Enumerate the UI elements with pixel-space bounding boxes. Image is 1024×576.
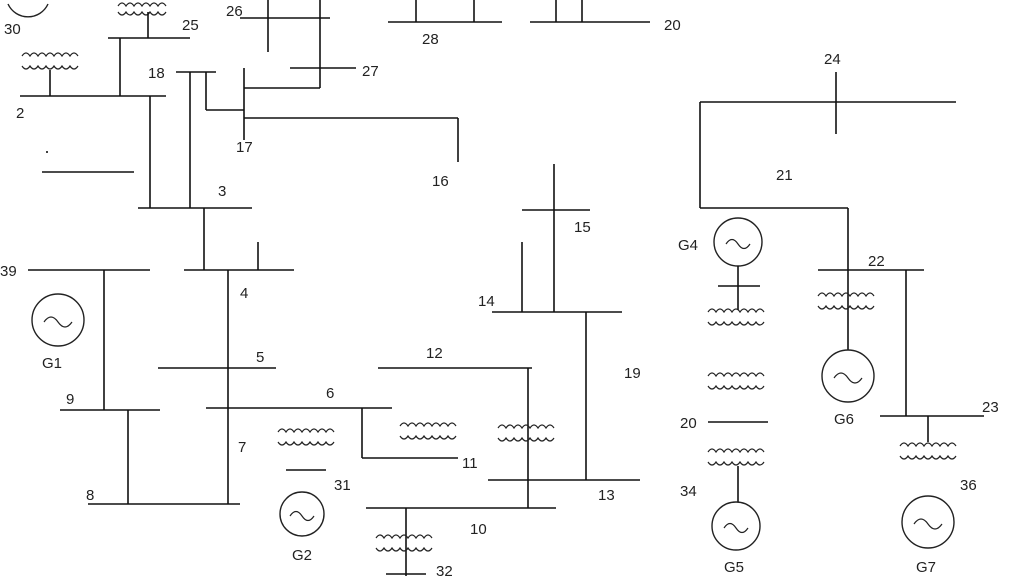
label-bus-36: 36 <box>960 477 977 494</box>
label-bus-26: 26 <box>226 3 243 20</box>
generator-30-symbol <box>7 3 49 18</box>
label-bus-6: 6 <box>326 385 334 402</box>
label-bus-20: 20 <box>680 415 697 432</box>
transformer-12 <box>497 424 555 442</box>
label-bus-7: 7 <box>238 439 246 456</box>
label-bus-18: 18 <box>148 65 165 82</box>
transformer-31 <box>277 428 335 446</box>
label-g5: G5 <box>724 559 744 576</box>
transformer-36 <box>899 442 957 460</box>
generator-g1-wave-icon <box>43 316 73 328</box>
label-bus-27: 27 <box>362 63 379 80</box>
label-bus-15: 15 <box>574 219 591 236</box>
generator-g6 <box>821 349 875 403</box>
label-bus-39: 39 <box>0 263 17 280</box>
generator-g2 <box>279 491 325 537</box>
label-bus-34: 34 <box>680 483 697 500</box>
label-bus-2: 2 <box>16 105 24 122</box>
transformer-30 <box>21 52 79 96</box>
label-bus-22: 22 <box>868 253 885 270</box>
label-bus-28: 28 <box>422 31 439 48</box>
label-bus-8: 8 <box>86 487 94 504</box>
label-bus-30: 30 <box>4 21 21 38</box>
label-g1: G1 <box>42 355 62 372</box>
label-bus-17: 17 <box>236 139 253 156</box>
label-bus-16: 16 <box>432 173 449 190</box>
transformer-32 <box>375 534 433 552</box>
label-bus-21: 21 <box>776 167 793 184</box>
transformer-20 <box>707 372 765 390</box>
transformer-19 <box>707 308 765 326</box>
label-bus-32: 32 <box>436 563 453 576</box>
generator-g6-wave-icon <box>833 372 863 384</box>
generator-g2-wave-icon <box>289 510 315 522</box>
label-bus-11: 11 <box>462 455 478 472</box>
label-bus-13: 13 <box>598 487 615 504</box>
label-g4: G4 <box>678 237 698 254</box>
label-bus-23: 23 <box>982 399 999 416</box>
label-g6: G6 <box>834 411 854 428</box>
label-bus-14: 14 <box>478 293 495 310</box>
label-bus-20-top: 20 <box>664 17 681 34</box>
label-bus-25: 25 <box>182 17 199 34</box>
label-bus-3: 3 <box>218 183 226 200</box>
generator-g7 <box>901 495 955 549</box>
label-bus-19: 19 <box>624 365 641 382</box>
transformer-25 <box>117 2 167 38</box>
label-bus-5: 5 <box>256 349 264 366</box>
generator-g5 <box>711 501 761 551</box>
label-bus-4: 4 <box>240 285 248 302</box>
label-g7: G7 <box>916 559 936 576</box>
generator-g4-wave-icon <box>725 238 751 250</box>
generator-g1 <box>31 293 85 347</box>
generator-g7-wave-icon <box>913 518 943 530</box>
label-g2: G2 <box>292 547 312 564</box>
label-bus-12: 12 <box>426 345 443 362</box>
generator-g4 <box>713 217 763 267</box>
generator-g5-wave-icon <box>723 522 749 534</box>
transformer-11 <box>399 422 457 440</box>
label-bus-31: 31 <box>334 477 351 494</box>
transformer-34 <box>707 448 765 466</box>
label-bus-24: 24 <box>824 51 841 68</box>
label-bus-9: 9 <box>66 391 74 408</box>
transformer-22 <box>817 292 875 310</box>
label-bus-10: 10 <box>470 521 487 538</box>
